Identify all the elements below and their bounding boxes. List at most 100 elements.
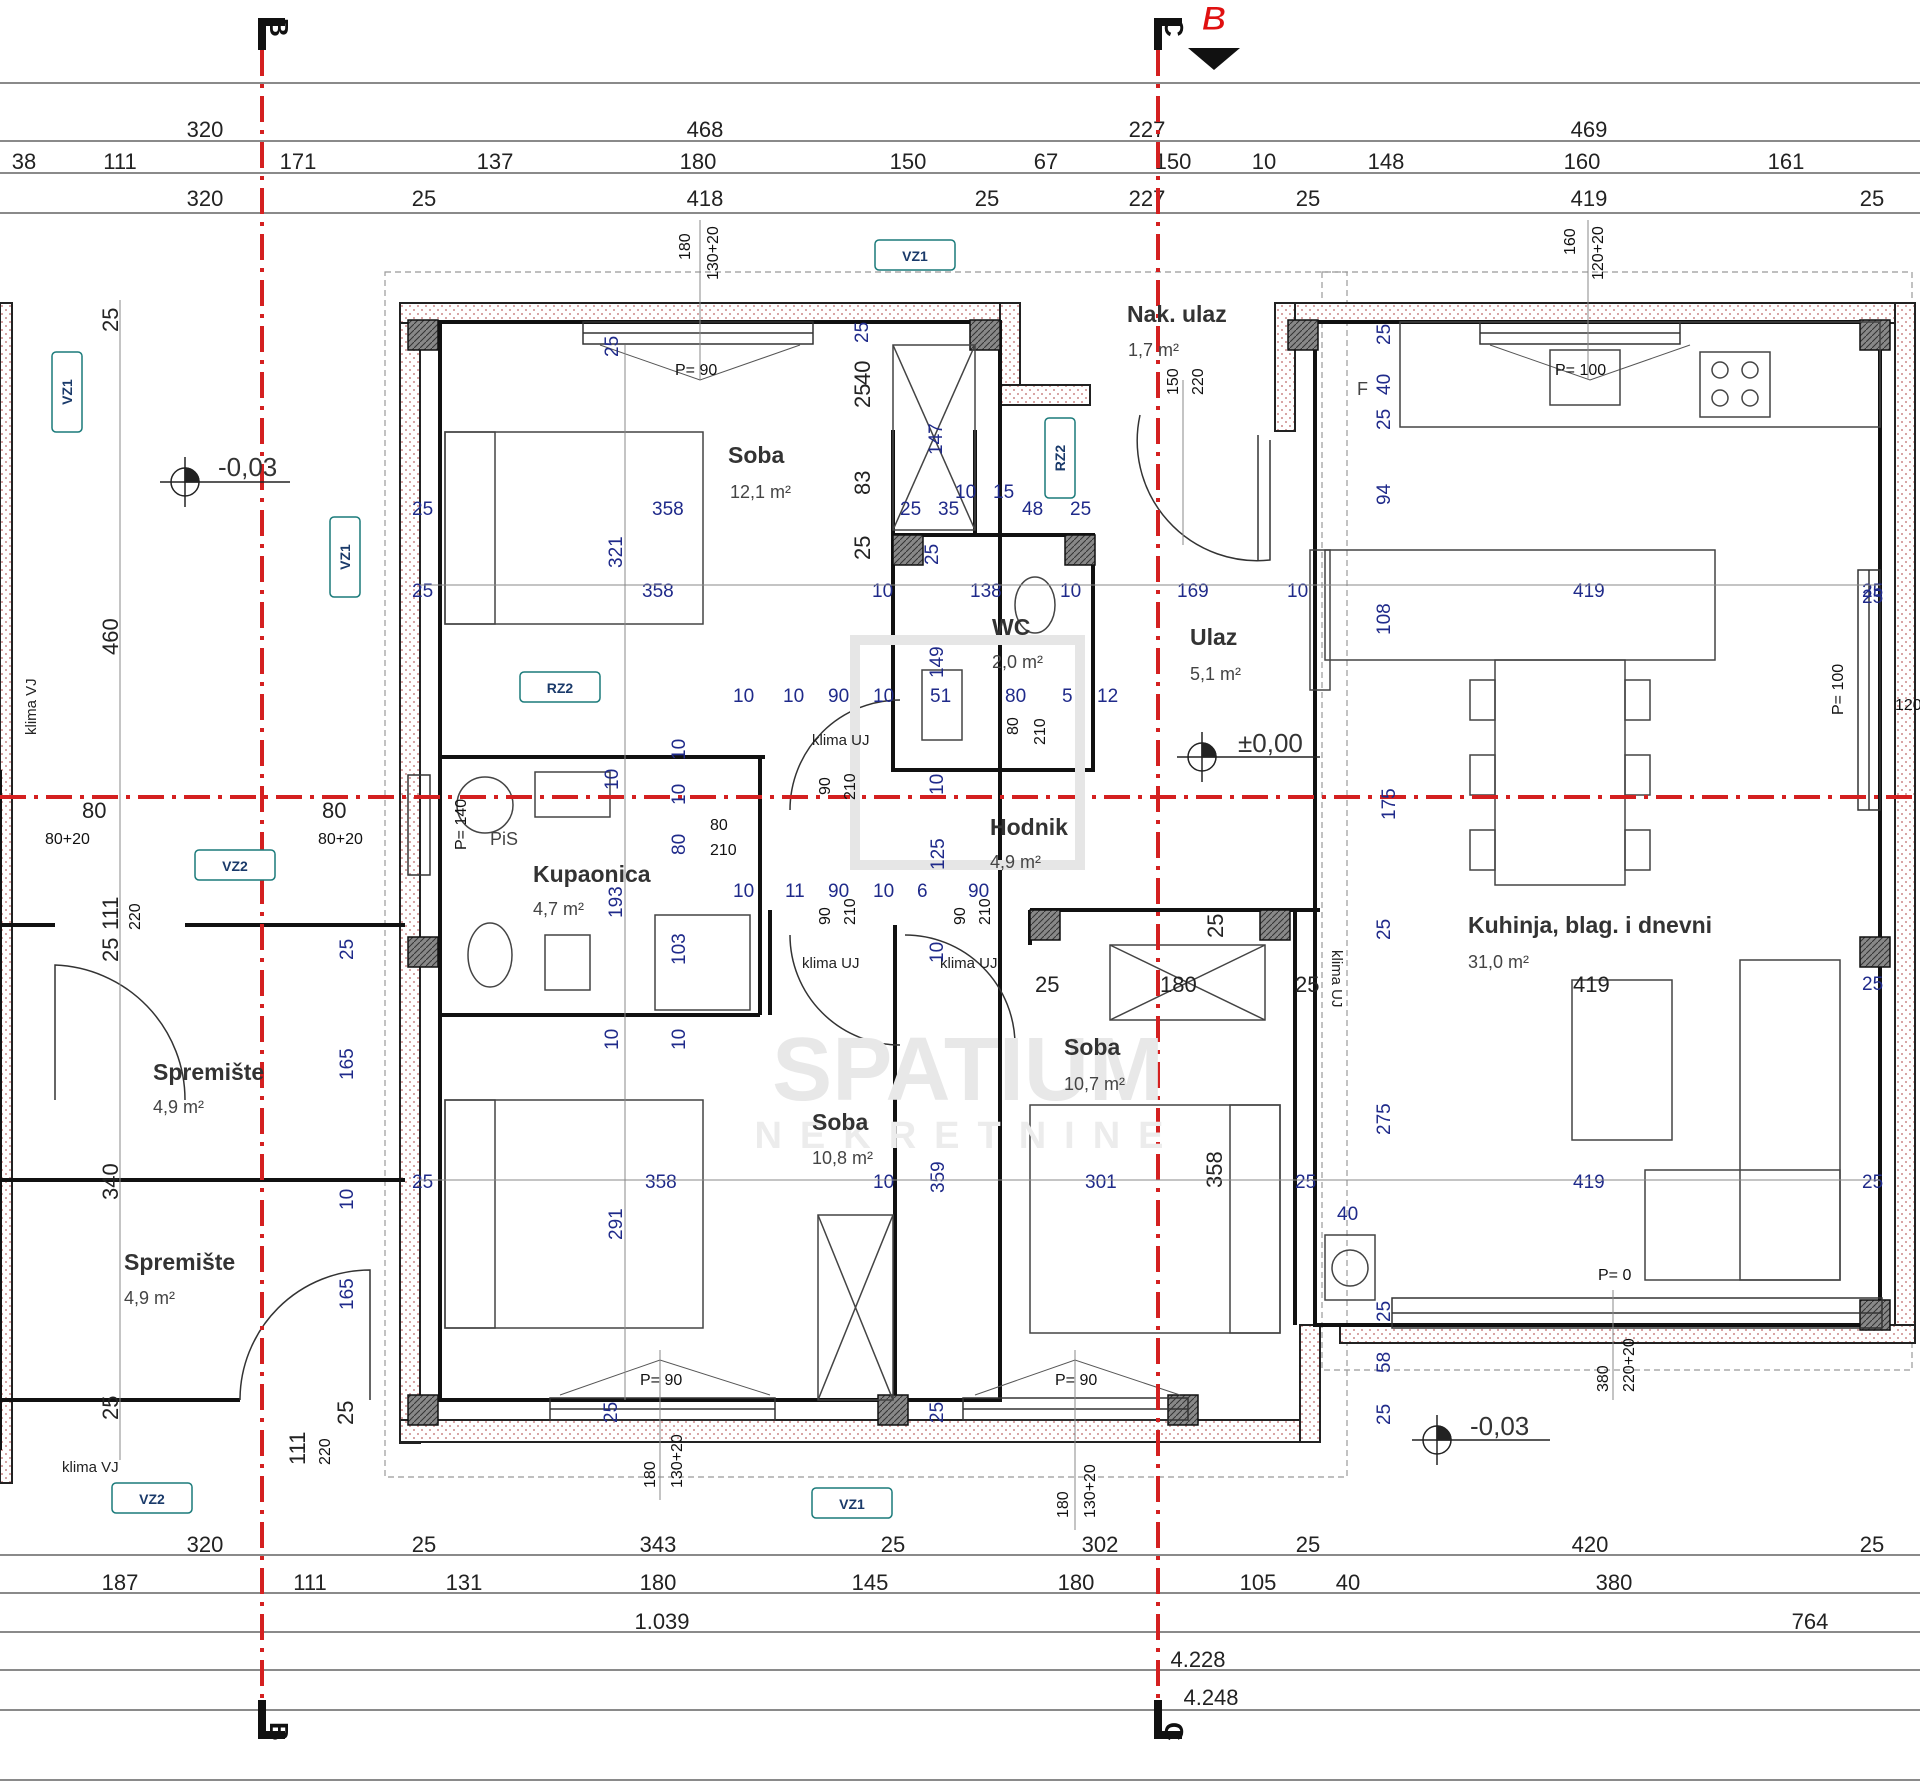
room-name-kuhinja: Kuhinja, blag. i dnevni: [1468, 912, 1712, 938]
dim-text: 25: [601, 1402, 622, 1423]
dim-text: 220: [317, 1438, 334, 1465]
dim-text: 210: [710, 842, 737, 859]
dim-text: 111: [103, 149, 136, 174]
dim-text: 5: [1062, 686, 1073, 707]
dim-text: 80+20: [45, 831, 90, 848]
total-dimension-2: 4.248: [1183, 1685, 1238, 1710]
sill-height: P= 140: [453, 799, 470, 850]
dim-text: 468: [687, 117, 724, 142]
dim-text: 180: [642, 1461, 659, 1488]
dim-text: 220: [127, 903, 144, 930]
dim-text: 25: [337, 939, 358, 960]
room-name-nak-ulaz: Nak. ulaz: [1127, 301, 1227, 327]
dim-text: 90: [817, 907, 834, 925]
dim-text: 380: [1596, 1570, 1633, 1595]
room-area-wc: 2,0 m²: [992, 652, 1043, 672]
dim-text: 25: [412, 1532, 436, 1557]
sill-height: P= 100: [1555, 362, 1606, 379]
dim-text: 275: [1374, 1103, 1395, 1135]
dim-text: 25: [1374, 1301, 1395, 1322]
dim-text: 291: [606, 1208, 627, 1240]
dim-text: 148: [1368, 149, 1405, 174]
top-dim-row1: 320 468 227 469: [187, 117, 1608, 142]
dim-text: 105: [1240, 1570, 1277, 1595]
dim-text: 25: [602, 336, 623, 357]
dim-text: 149: [927, 646, 948, 678]
room-name-hodnik: Hodnik: [990, 814, 1068, 840]
dim-text: 25: [1860, 186, 1884, 211]
dim-text: 220+20: [1621, 1338, 1638, 1392]
dim-text: 25: [1862, 1172, 1883, 1193]
top-dim-row2: 38 111 171 137 180 150 67 150 10 148 160…: [12, 149, 1805, 174]
dim-text: 220: [1190, 368, 1207, 395]
label-klima-vj: klima VJ: [62, 1459, 119, 1476]
bed-soba2: [444, 1099, 704, 1329]
room-name-wc: WC: [992, 614, 1030, 640]
label-klima-uj: klima UJ: [1328, 950, 1345, 1008]
room-name-ulaz: Ulaz: [1190, 624, 1237, 650]
dim-text: 380: [1595, 1365, 1612, 1392]
section-c-label-bottom: C: [1159, 1722, 1189, 1741]
dim-text: 10: [669, 784, 690, 805]
dim-text: 40: [1374, 374, 1395, 395]
dim-text: 180: [640, 1570, 677, 1595]
dim-text: 180: [1058, 1570, 1095, 1595]
window-swings: [559, 344, 1691, 1396]
dim-text: 180: [680, 149, 717, 174]
dim-text: 25: [1862, 974, 1883, 995]
room-area-nak-ulaz: 1,7 m²: [1128, 340, 1179, 360]
section-b-label-bottom: B: [264, 1722, 294, 1741]
room-area-spremiste1: 4,9 m²: [153, 1097, 204, 1117]
dim-text: 80: [1005, 686, 1026, 707]
dim-text: 210: [977, 898, 994, 925]
dim-text: 25: [1374, 409, 1395, 430]
top-dim-row3: 320 25 418 25 227 25 419 25: [187, 186, 1885, 211]
dim-text: 10: [927, 942, 948, 963]
dim-text: 358: [645, 1172, 677, 1193]
level-label-2: ±0,00: [1238, 728, 1303, 758]
dim-text: 210: [1032, 718, 1049, 745]
watermark-sub: NEKRETNINE: [754, 1115, 1181, 1157]
dim-text: 25: [1862, 581, 1883, 602]
dim-text: 80: [1005, 717, 1022, 735]
dim-text: 25: [1296, 186, 1320, 211]
dim-text: 90: [828, 686, 849, 707]
room-area-hodnik: 4,9 m²: [990, 852, 1041, 872]
dim-text: 210: [842, 773, 859, 800]
dim-text: 35: [938, 499, 959, 520]
dim-text: 180: [1160, 972, 1197, 997]
room-name-spremiste2: Spremište: [124, 1249, 235, 1275]
dim-text: 51: [930, 686, 951, 707]
dim-text: 25: [1374, 324, 1395, 345]
room-area-spremiste2: 4,9 m²: [124, 1288, 175, 1308]
dim-text: 125: [928, 838, 949, 870]
dim-text: 25: [1374, 919, 1395, 940]
dim-text: 358: [1202, 1151, 1227, 1188]
dim-text: 301: [1085, 1172, 1117, 1193]
dim-text: 1.039: [634, 1609, 689, 1634]
wall-columns: [407, 319, 1891, 1426]
tag-vz2: VZ2: [139, 1491, 165, 1507]
dim-text: 10: [873, 881, 894, 902]
dim-text: 90: [817, 777, 834, 795]
leader-lines: [119, 220, 1880, 1530]
watermark: SPATIUM NEKRETNINE: [754, 635, 1181, 1157]
dim-text: 10: [669, 739, 690, 760]
level-label-1: -0,03: [218, 452, 277, 482]
room-area-kupaonica: 4,7 m²: [533, 899, 584, 919]
room-name-soba1: Soba: [728, 442, 784, 468]
total-dimension-1: 4.228: [1170, 1647, 1225, 1672]
section-b-label-top: B: [264, 18, 294, 37]
tag-rz2: RZ2: [1052, 445, 1068, 472]
dim-text: 10: [872, 581, 893, 602]
exterior-walls: [0, 302, 1916, 1484]
dim-text: 10: [669, 1029, 690, 1050]
dim-text: 80: [710, 817, 728, 834]
dim-text: 108: [1374, 603, 1395, 635]
sill-height: P= 0: [1598, 1267, 1631, 1284]
dim-text: 25: [1862, 587, 1883, 608]
dim-text: 25: [850, 384, 875, 408]
dim-text: 10: [602, 1029, 623, 1050]
dim-text: 111: [98, 897, 123, 930]
dim-text: 187: [102, 1570, 139, 1595]
